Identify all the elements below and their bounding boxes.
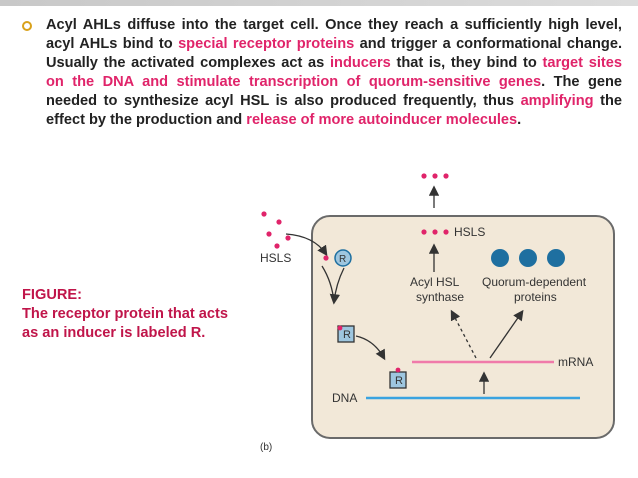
- outside-hsl-dots: [261, 211, 291, 249]
- acyl-hsl-label-2: synthase: [416, 290, 464, 304]
- text-segment: and trigger a conformational change. Usu…: [46, 36, 622, 71]
- highlight-amplifying: amplifying: [520, 93, 594, 109]
- text-segment: the effect by the production and: [46, 93, 622, 128]
- synthase-translation-arrow: [450, 309, 477, 359]
- binding-arrow-right: [329, 267, 345, 305]
- quorum-label-2: proteins: [514, 290, 557, 304]
- quorum-label-1: Quorum-dependent: [482, 275, 587, 289]
- dna-bound-receptor-label: R: [395, 375, 403, 387]
- highlight-release: release of more autoinducer molecules: [246, 112, 518, 128]
- highlight-receptor-proteins: special receptor proteins: [178, 36, 355, 52]
- acyl-hsl-label-1: Acyl HSL: [410, 275, 460, 289]
- dna-bound-hsl-dot: [395, 367, 401, 373]
- bullet-circle-icon: [22, 21, 32, 31]
- bound-receptor-label: R: [343, 329, 351, 341]
- bound-hsl-dot: [337, 325, 343, 331]
- quorum-sensing-figure: HSLS R R R HSLS Acyl HSL: [244, 162, 622, 452]
- internal-hsl-dot: [323, 255, 329, 261]
- hsls-inside-label: HSLS: [454, 225, 485, 239]
- escaping-hsl-dots: [421, 173, 449, 179]
- highlight-inducers: inducers: [329, 55, 391, 71]
- top-accent-bar: [0, 0, 638, 6]
- caption-line-2: as an inducer is labeled R.: [22, 325, 206, 341]
- protein-translation-arrow: [489, 309, 524, 359]
- panel-label: (b): [260, 442, 272, 452]
- text-segment: that is, they bind to: [390, 55, 543, 71]
- mrna-label: mRNA: [558, 355, 593, 369]
- figure-svg: HSLS R R R HSLS Acyl HSL: [260, 173, 615, 452]
- inner-hsl-dots: [421, 229, 449, 235]
- receptor-circle: [334, 249, 352, 267]
- caption-heading: FIGURE:: [22, 287, 82, 303]
- bound-receptor-square: [337, 325, 355, 343]
- highlight-target-sites: target sites on the DNA and stimulate tr…: [46, 55, 622, 90]
- text-segment: .: [517, 112, 522, 128]
- dna-label: DNA: [332, 391, 357, 405]
- caption-line-1: The receptor protein that acts: [22, 306, 228, 322]
- text-segment: . The gene needed to synthesize acyl HSL…: [46, 74, 623, 109]
- receptor-circle-label: R: [339, 254, 346, 265]
- paragraph-text: Acyl AHLs diffuse into the target cell. …: [46, 16, 622, 130]
- bullet-paragraph: Acyl AHLs diffuse into the target cell. …: [22, 16, 622, 130]
- uptake-arrow: [285, 233, 328, 257]
- figure-caption: FIGURE: The receptor protein that acts a…: [22, 286, 262, 343]
- text-segment: Acyl AHLs diffuse into the target cell. …: [46, 17, 622, 52]
- cell-body: [311, 215, 615, 439]
- hsls-outside-label: HSLS: [260, 251, 291, 265]
- dna-binding-arrow: [355, 335, 386, 361]
- quorum-protein-circles: [491, 249, 565, 267]
